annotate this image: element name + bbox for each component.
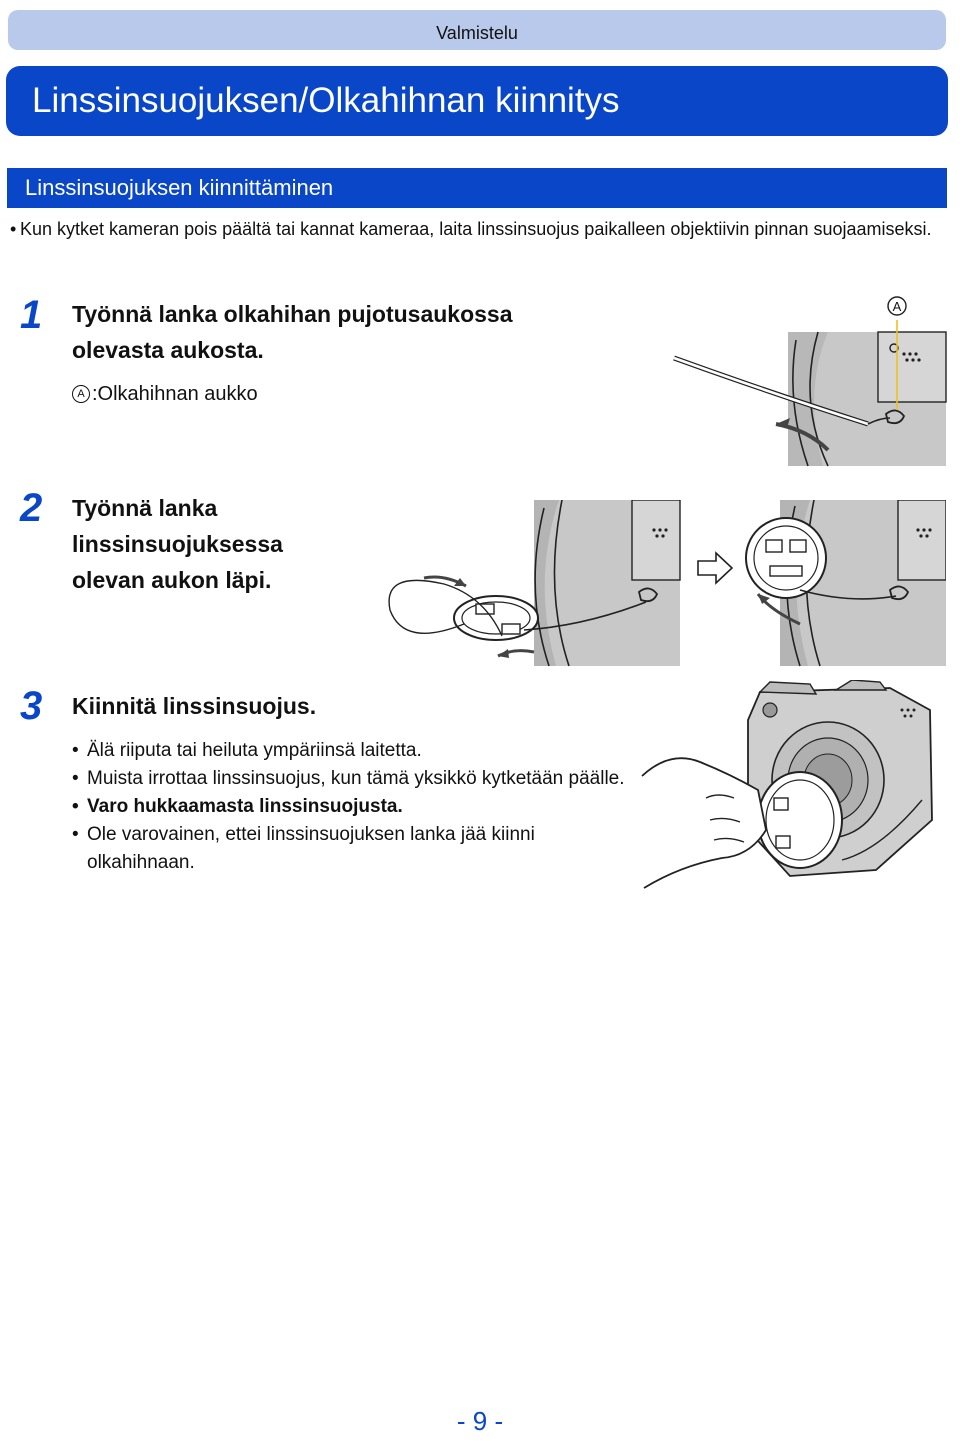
list-item: Muista irrottaa linssinsuojus, kun tämä … (72, 765, 632, 793)
chapter-header: Valmistelu (8, 10, 946, 50)
step-title-1: Työnnä lanka olkahihan pujotusaukossa ol… (72, 296, 513, 368)
list-item: Varo hukkaamasta linssinsuojusta. (72, 793, 632, 821)
lens-cap-attach-illustration (641, 680, 933, 889)
lens-cap-string-illustration (388, 500, 681, 667)
intro-text: Kun kytket kameran pois päältä tai kanna… (20, 219, 932, 239)
strap-eyelet-note: A :Olkahihnan aukko (72, 381, 258, 407)
step-title-2-line-3: olevan aukon läpi. (72, 567, 272, 593)
strap-eyelet-illustration: A (673, 296, 947, 467)
bullet-marker: • (10, 219, 17, 239)
list-item: Ole varovainen, ettei linssinsuojuksen l… (72, 821, 632, 877)
page-title: Linssinsuojuksen/Olkahihnan kiinnitys (32, 81, 620, 120)
step-title-1-line-1: Työnnä lanka olkahihan pujotusaukossa (72, 301, 513, 327)
step-title-3: Kiinnitä linssinsuojus. (72, 688, 316, 724)
lens-cap-attached-to-camera-illustration (745, 500, 946, 667)
step-number-1: 1 (20, 293, 43, 337)
strap-eyelet-note-text: :Olkahihnan aukko (92, 383, 258, 405)
step-title-2: Työnnä lanka linssinsuojuksessa olevan a… (72, 490, 283, 598)
list-item: Älä riiputa tai heiluta ympäriinsä laite… (72, 737, 632, 765)
step-number-2: 2 (20, 486, 43, 530)
step-title-1-line-2: olevasta aukosta. (72, 337, 264, 363)
intro-paragraph: • Kun kytket kameran pois päältä tai kan… (10, 215, 945, 243)
chapter-label: Valmistelu (436, 22, 518, 43)
step-title-2-line-1: Työnnä lanka (72, 495, 218, 521)
section-header: Linssinsuojuksen kiinnittäminen (7, 168, 947, 208)
page-title-bar: Linssinsuojuksen/Olkahihnan kiinnitys (6, 66, 948, 136)
page-number: - 9 - (456, 1406, 504, 1436)
step-title-3-line-1: Kiinnitä linssinsuojus. (72, 693, 317, 719)
marker-a-icon: A (72, 385, 90, 403)
step-3-bullet-list: Älä riiputa tai heiluta ympäriinsä laite… (72, 737, 632, 877)
section-title: Linssinsuojuksen kiinnittäminen (25, 175, 334, 200)
callout-a-label: A (893, 299, 902, 314)
step-title-2-line-2: linssinsuojuksessa (72, 531, 283, 557)
step-number-3: 3 (20, 684, 43, 728)
arrow-right-icon (697, 551, 734, 585)
